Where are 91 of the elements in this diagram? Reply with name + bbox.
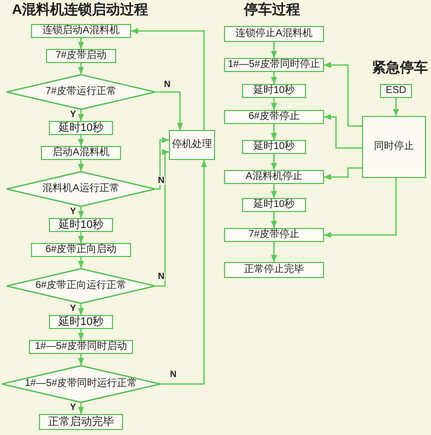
arrow: [393, 98, 399, 116]
step-text: ESD: [386, 86, 406, 96]
edge-label: Y: [70, 110, 76, 119]
process-box: [49, 315, 113, 329]
process-box: [29, 340, 133, 354]
step-text: 正常启动完毕: [48, 416, 114, 428]
step-text: 7#皮带启动: [55, 51, 107, 61]
arrow: [271, 212, 277, 228]
step-text: 延时10秒: [58, 122, 104, 134]
arrow: [78, 232, 84, 243]
process-box: [242, 198, 306, 212]
arrow: [78, 207, 84, 218]
arrow: [78, 110, 84, 121]
step-text: A混料机停止: [246, 172, 302, 182]
edge-label: Y: [70, 304, 76, 313]
step-text: 1#—5#皮带同时启动: [34, 342, 128, 352]
process-box: [39, 414, 123, 430]
step-text: 延时10秒: [58, 220, 104, 230]
arrow: [78, 354, 84, 365]
decision-diamond: [6, 74, 156, 110]
step-text: 延时10秒: [253, 200, 295, 210]
arrow: [78, 63, 84, 74]
step-text: 停机处理: [172, 140, 212, 150]
process-box: [224, 170, 324, 184]
edge-label: N: [170, 370, 176, 379]
arrow: [156, 91, 183, 130]
process-box: [169, 130, 215, 160]
step-text: 连锁停止A混料机: [236, 29, 312, 39]
step-text: 1#—5#皮带同时停止: [228, 60, 320, 70]
process-box: [224, 262, 324, 278]
step-text: 7#皮带停止: [248, 230, 300, 240]
arrow: [78, 304, 84, 315]
step-text: 延时10秒: [253, 142, 295, 152]
decision-diamond: [1, 365, 161, 403]
edge-label: Y: [70, 207, 76, 216]
arrow: [78, 257, 84, 268]
process-box: [380, 84, 412, 98]
decision-diamond: [6, 171, 156, 207]
step-text: 混料机A运行正常: [42, 184, 120, 194]
step-text: 延时10秒: [253, 86, 295, 96]
arrow: [131, 28, 205, 130]
arrow: [156, 149, 169, 287]
arrow: [271, 98, 277, 110]
process-box: [224, 110, 324, 124]
edge-label: N: [164, 80, 170, 89]
process-box: [242, 140, 306, 154]
edge-label: N: [158, 176, 164, 185]
process-box: [31, 243, 131, 257]
step-text: 6#皮带正向运行正常: [35, 281, 127, 291]
arrow: [271, 154, 277, 170]
arrow: [78, 329, 84, 340]
arrow: [271, 184, 277, 198]
process-box: [46, 49, 116, 63]
arrow: [271, 242, 277, 262]
arrow: [324, 167, 362, 180]
step-text: 正常停止完毕: [244, 265, 304, 275]
step-text: 启动A混料机: [52, 148, 110, 158]
process-box: [49, 218, 113, 232]
process-box: [224, 26, 324, 42]
arrow: [78, 38, 84, 49]
heading: 紧急停车: [372, 60, 428, 74]
arrow: [271, 72, 277, 84]
arrow: [271, 42, 277, 58]
heading: 停车过程: [244, 2, 300, 16]
step-text: 1#—5#皮带同时运行正常: [24, 379, 138, 389]
step-text: 7#皮带运行正常: [45, 87, 117, 97]
process-box: [362, 116, 426, 178]
edge-label: Y: [70, 403, 76, 412]
process-box: [31, 24, 131, 38]
process-box: [224, 58, 324, 72]
step-text: 延时10秒: [58, 316, 104, 328]
arrow: [156, 137, 169, 190]
process-box: [49, 121, 113, 135]
step-text: 连锁启动A混料机: [42, 26, 120, 36]
arrow: [324, 62, 362, 127]
process-box: [242, 84, 306, 98]
step-text: 6#皮带停止: [248, 112, 300, 122]
arrow: [78, 135, 84, 146]
arrow: [78, 160, 84, 171]
arrow: [271, 124, 277, 140]
arrow: [78, 403, 84, 414]
process-box: [224, 228, 324, 242]
edge-label: N: [158, 272, 164, 281]
arrow: [324, 114, 362, 149]
step-text: 6#皮带正向启动: [45, 245, 117, 255]
process-box: [41, 146, 121, 160]
decision-diamond: [6, 268, 156, 304]
step-text: 同时停止: [374, 142, 414, 152]
heading: A混料机连锁启动过程: [12, 2, 148, 16]
arrow: [161, 160, 207, 385]
arrow: [324, 178, 397, 238]
